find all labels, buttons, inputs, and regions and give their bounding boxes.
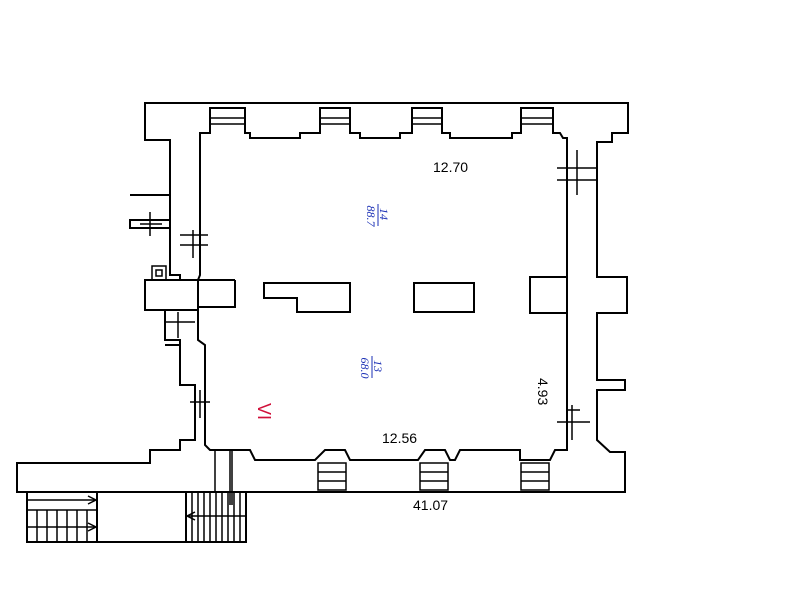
columns (263, 282, 475, 313)
right-wall (529, 138, 597, 450)
room-number-14: 14 (377, 208, 391, 220)
top-windows (210, 117, 553, 125)
entrance (214, 450, 233, 505)
main-room-walls (197, 107, 568, 461)
dimension-right-side: 4.93 (535, 378, 551, 405)
section-label: VI (254, 403, 274, 420)
left-staircase (26, 491, 246, 543)
dimension-outer-bottom: 41.07 (413, 497, 448, 513)
left-wall (145, 230, 236, 418)
outer-walls (16, 102, 629, 493)
room-label-14: 14 88.7 (364, 204, 391, 228)
room-number-13: 13 (371, 360, 385, 372)
room-label-13: 13 68.0 (358, 356, 385, 379)
dimension-top-inner: 12.70 (433, 159, 468, 175)
room-area-14: 88.7 (364, 206, 378, 228)
dimension-bottom-inner: 12.56 (382, 430, 417, 446)
bottom-windows (317, 462, 550, 491)
right-staircase (185, 491, 247, 543)
room-area-13: 68.0 (358, 358, 372, 379)
